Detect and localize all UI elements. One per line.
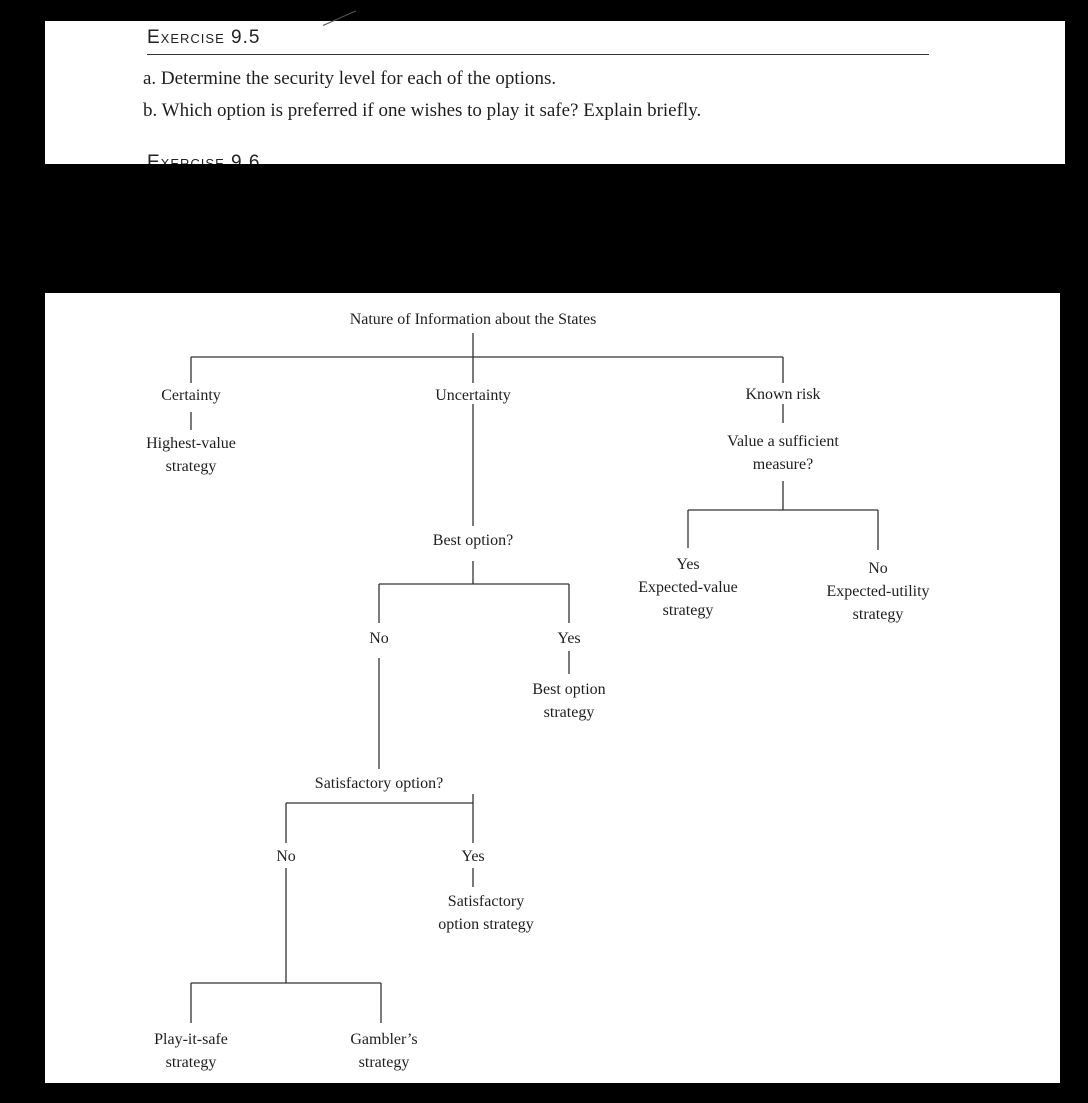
known-risk-label: Known risk	[745, 386, 821, 403]
gamblers-strategy-node: Gambler’s strategy	[350, 1028, 417, 1074]
play-it-safe-line1: Play-it-safe	[154, 1031, 228, 1048]
play-it-safe-strategy-node: Play-it-safe strategy	[154, 1028, 228, 1074]
gamblers-line2: strategy	[358, 1054, 410, 1071]
decision-tree-panel: Nature of Information about the States C…	[45, 293, 1060, 1083]
next-exercise-heading: Exercise 9.6	[147, 153, 261, 164]
best-option-question: Best option?	[432, 532, 514, 549]
satisfactory-yes-node: Yes	[461, 845, 484, 868]
best-option-strategy-line1: Best option	[532, 681, 606, 698]
satisfactory-question: Satisfactory option?	[314, 775, 444, 792]
satisfactory-strategy-line1: Satisfactory	[447, 893, 525, 910]
best-option-yes-label: Yes	[557, 630, 581, 647]
play-it-safe-line2: strategy	[165, 1054, 217, 1071]
best-option-strategy-line2: strategy	[543, 704, 595, 721]
expected-utility-node: No Expected-utility strategy	[826, 557, 929, 626]
next-exercise-heading-cut: Exercise 9.6	[147, 153, 307, 164]
expected-utility-no-label: No	[868, 560, 888, 577]
exercise-panel: Exercise 9.5 a. Determine the security l…	[45, 10, 1065, 164]
best-option-strategy-node: Best option strategy	[532, 678, 605, 724]
uncertainty-node: Uncertainty	[435, 384, 511, 407]
root-label: Nature of Information about the States	[349, 311, 597, 328]
highest-value-line1: Highest-value	[146, 435, 236, 452]
exercise-heading: Exercise 9.5	[147, 27, 261, 48]
best-option-question-node: Best option?	[433, 529, 513, 552]
satisfactory-strategy-line2: option strategy	[438, 916, 534, 933]
satisfactory-strategy-node: Satisfactory option strategy	[438, 890, 534, 936]
best-option-no-node: No	[369, 627, 389, 650]
satisfactory-yes-label: Yes	[461, 848, 485, 865]
best-option-no-label: No	[369, 630, 389, 647]
certainty-node: Certainty	[161, 384, 221, 407]
expected-value-yes-label: Yes	[676, 556, 700, 573]
highest-value-strategy-node: Highest-value strategy	[146, 432, 236, 478]
expected-value-line2: strategy	[662, 602, 714, 619]
value-question-line2: measure?	[752, 456, 814, 473]
expected-utility-line1: Expected-utility	[826, 583, 930, 600]
highest-value-line2: strategy	[165, 458, 217, 475]
pen-mark	[322, 10, 357, 26]
uncertainty-label: Uncertainty	[435, 387, 511, 404]
root-node: Nature of Information about the States	[350, 308, 597, 331]
question-a: a. Determine the security level for each…	[143, 68, 557, 89]
value-question-line1: Value a sufficient	[727, 433, 839, 450]
tree-connector-lines	[190, 333, 879, 1023]
expected-value-node: Yes Expected-value strategy	[638, 553, 738, 622]
gamblers-line1: Gambler’s	[350, 1031, 418, 1048]
best-option-yes-node: Yes	[557, 627, 580, 650]
known-risk-node: Known risk	[745, 383, 820, 406]
satisfactory-no-node: No	[276, 845, 296, 868]
expected-utility-line2: strategy	[852, 606, 904, 623]
expected-value-line1: Expected-value	[638, 579, 738, 596]
satisfactory-question-node: Satisfactory option?	[315, 772, 443, 795]
value-sufficient-question-node: Value a sufficient measure?	[727, 430, 839, 476]
satisfactory-no-label: No	[276, 848, 296, 865]
question-b: b. Which option is preferred if one wish…	[143, 100, 702, 121]
heading-rule	[147, 54, 929, 55]
certainty-label: Certainty	[161, 387, 221, 404]
